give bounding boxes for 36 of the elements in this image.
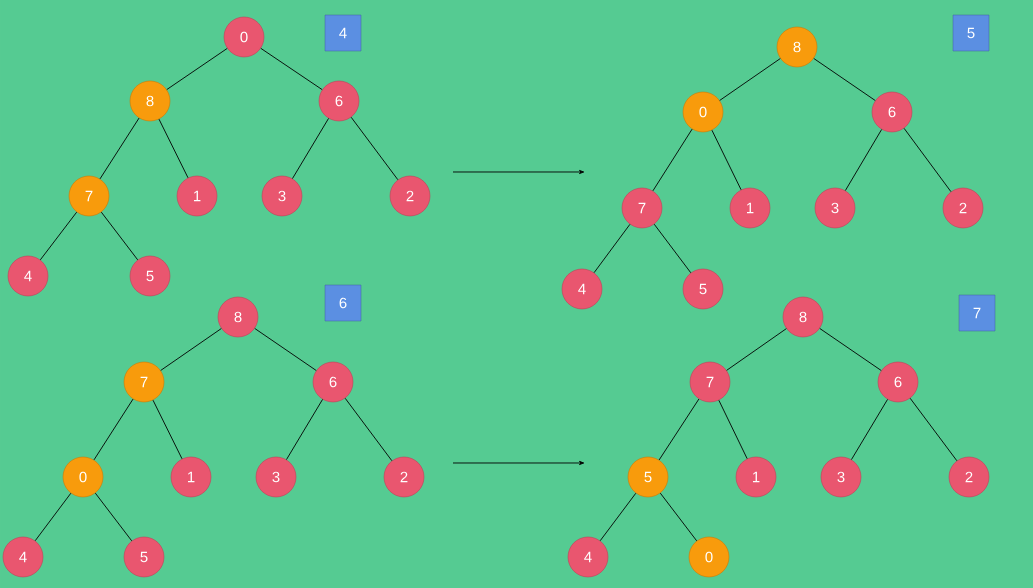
tree-edge (909, 397, 958, 462)
tree-edge (711, 129, 742, 191)
tree-edge (286, 398, 323, 461)
tree-edge (260, 47, 323, 91)
tree-edge (99, 117, 140, 180)
tree-edge (659, 492, 698, 542)
tree-edge (166, 47, 228, 90)
tree-edge (350, 116, 399, 181)
tree-edge (819, 328, 882, 371)
tree-edge (94, 492, 133, 542)
tree-edge (844, 129, 883, 191)
tree-edge (653, 223, 692, 274)
tree-edge (658, 398, 700, 461)
tree-edge (160, 328, 222, 371)
tree-edge (813, 58, 876, 101)
tree-edge (152, 399, 183, 460)
tree-edge (39, 211, 78, 261)
tree-edge (719, 58, 781, 101)
tree-edge (158, 118, 189, 179)
tree-edge (593, 223, 631, 274)
tree-edge (34, 492, 72, 542)
tree-edge (718, 399, 748, 460)
step-number-box: 4 (324, 14, 362, 52)
step-number-box: 5 (952, 14, 990, 52)
step-number-box: 7 (958, 294, 996, 332)
tree-edge (599, 492, 637, 542)
tree-edge (652, 128, 693, 192)
tree-edge (93, 398, 134, 461)
tree-edge (344, 397, 393, 462)
tree-edge (851, 398, 888, 461)
step-number-box: 6 (324, 284, 362, 322)
tree-edge (100, 211, 139, 261)
tree-edge (292, 117, 329, 180)
tree-edge (254, 328, 317, 371)
tree-edge (903, 127, 952, 193)
tree-edge (726, 328, 787, 371)
